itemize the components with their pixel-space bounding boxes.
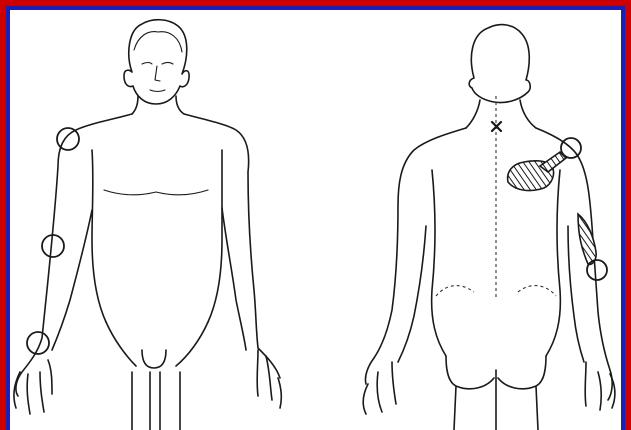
front-wrist-marker [27, 332, 49, 354]
front-genitals [142, 350, 166, 368]
front-right-hand [257, 350, 281, 408]
back-left-hand [363, 362, 396, 414]
back-body-outline [365, 128, 612, 400]
back-torso [432, 170, 561, 356]
back-head [469, 25, 530, 103]
front-neck [132, 96, 184, 114]
back-neck [466, 100, 536, 128]
back-elbow-marker [587, 260, 607, 280]
back-arm-shaded-area [578, 214, 596, 264]
front-legs [106, 322, 208, 430]
front-left-hand [14, 360, 52, 414]
back-buttocks [446, 356, 546, 430]
front-nose [155, 66, 160, 81]
back-cross-mark [492, 122, 501, 131]
front-inner-arms [52, 208, 246, 350]
front-hair [134, 32, 182, 52]
front-elbow-marker [42, 235, 64, 257]
back-figure [363, 25, 615, 430]
back-inner-arms [398, 226, 584, 362]
front-eyes [142, 63, 173, 65]
front-figure [14, 20, 281, 430]
front-shoulder-marker [57, 128, 79, 150]
front-mouth [150, 90, 165, 92]
front-chest [104, 190, 208, 195]
front-torso [92, 150, 222, 322]
front-body-outline [16, 114, 280, 396]
